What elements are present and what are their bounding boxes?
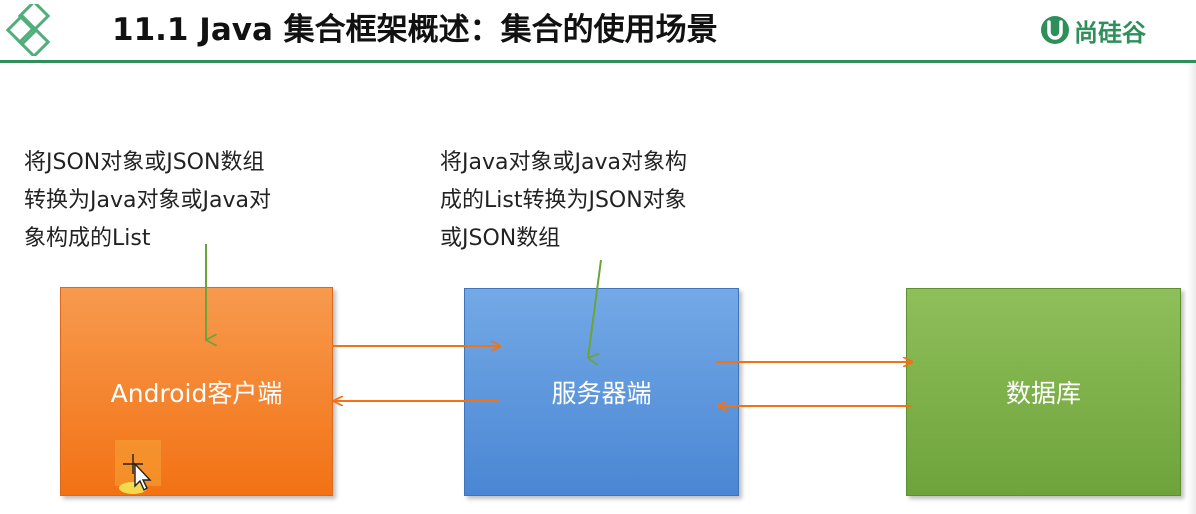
pointer-cursor-icon bbox=[115, 440, 161, 494]
server-label: 服务器端 bbox=[551, 379, 652, 408]
header-divider bbox=[0, 60, 1196, 63]
server-box: 服务器端 bbox=[464, 288, 739, 496]
client-note-line: 将JSON对象或JSON数组 bbox=[24, 150, 265, 175]
android-client-box: Android客户端 bbox=[60, 287, 333, 496]
side-shadow bbox=[1187, 63, 1196, 514]
database-box: 数据库 bbox=[906, 288, 1181, 496]
client-note-line: 象构成的List bbox=[24, 226, 151, 251]
slide-header: 11.1 Java 集合框架概述：集合的使用场景 尚硅谷 bbox=[0, 0, 1196, 63]
brand-name: 尚硅谷 bbox=[1074, 18, 1146, 47]
brand-u-icon bbox=[1041, 16, 1069, 44]
server-note-line: 将Java对象或Java对象构 bbox=[440, 150, 687, 175]
server-conversion-note: 将Java对象或Java对象构 成的List转换为JSON对象 或JSON数组 bbox=[440, 144, 687, 258]
diamond-logo-icon bbox=[6, 4, 51, 56]
database-label: 数据库 bbox=[1005, 379, 1081, 408]
server-note-line: 成的List转换为JSON对象 bbox=[440, 188, 687, 213]
client-note-line: 转换为Java对象或Java对 bbox=[24, 188, 271, 213]
android-client-label: Android客户端 bbox=[110, 378, 283, 408]
brand-logo: 尚硅谷 bbox=[1040, 12, 1146, 48]
client-conversion-note: 将JSON对象或JSON数组 转换为Java对象或Java对 象构成的List bbox=[24, 144, 271, 258]
slide-title: 11.1 Java 集合框架概述：集合的使用场景 bbox=[112, 12, 718, 48]
server-note-line: 或JSON数组 bbox=[440, 226, 561, 251]
